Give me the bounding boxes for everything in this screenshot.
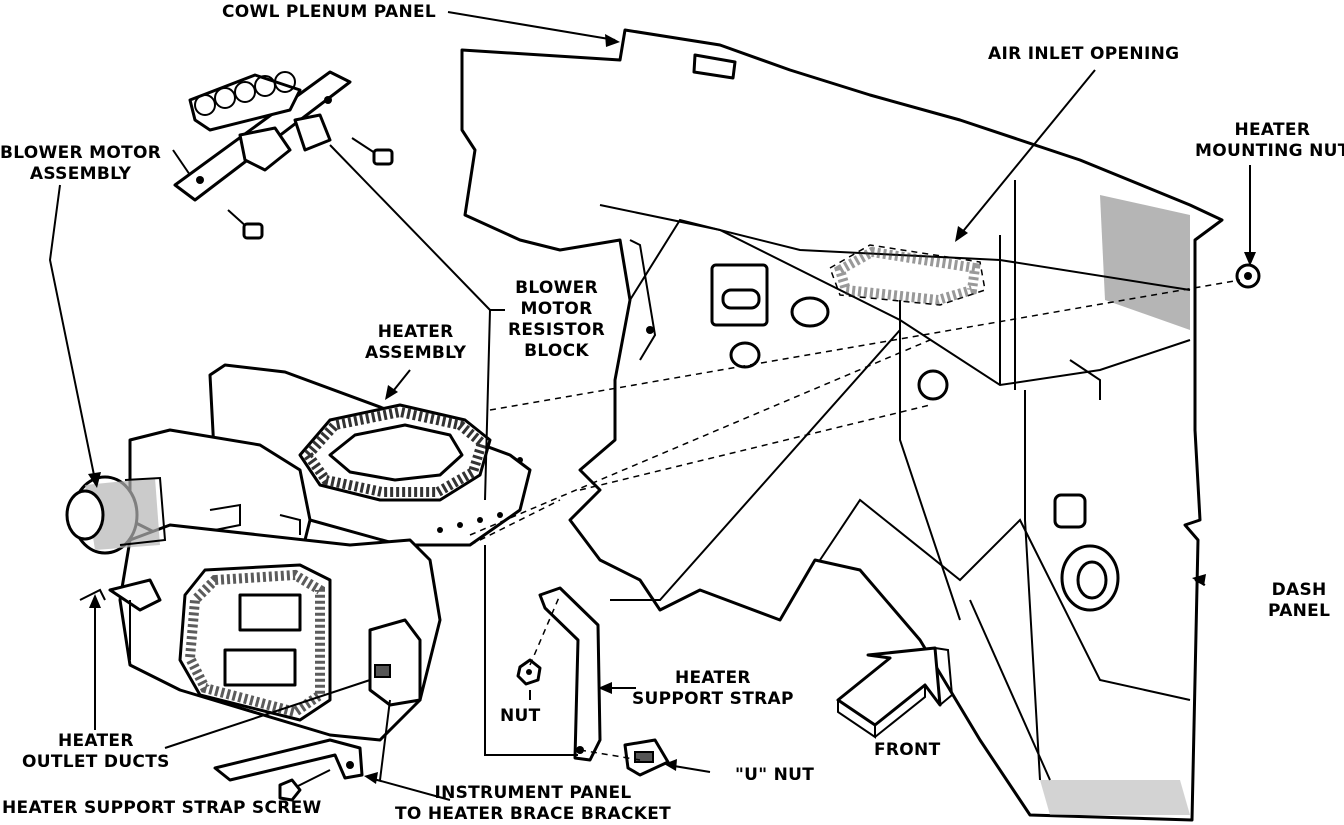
nut-icon <box>516 658 542 686</box>
heater-assembly-part <box>65 363 532 742</box>
label-blower-motor-assembly: BLOWER MOTOR ASSEMBLY <box>0 143 162 184</box>
label-dash-panel: DASH PANEL <box>1268 580 1331 621</box>
instrument-panel-bracket-part <box>213 738 364 782</box>
label-nut: NUT <box>500 706 541 726</box>
u-nut-icon <box>623 738 670 777</box>
heater-mounting-nut <box>1235 263 1261 289</box>
label-heater-mounting-nut: HEATER MOUNTING NUT <box>1195 120 1344 161</box>
label-blower-motor-resistor-block: BLOWER MOTOR RESISTOR BLOCK <box>508 278 606 361</box>
alignment-lines <box>469 279 1241 761</box>
bolt-icon <box>351 137 394 166</box>
label-heater-outlet-ducts: HEATER OUTLET DUCTS <box>22 731 170 772</box>
front-arrow-icon <box>836 646 954 739</box>
label-front: FRONT <box>874 740 941 760</box>
heater-support-strap-part <box>538 586 602 762</box>
bolt-icon <box>278 769 331 802</box>
label-air-inlet-opening: AIR INLET OPENING <box>988 44 1180 64</box>
dash-panel-part <box>460 28 1224 822</box>
label-heater-support-strap-screw: HEATER SUPPORT STRAP SCREW <box>2 798 322 818</box>
label-instrument-panel-bracket: INSTRUMENT PANEL TO HEATER BRACE BRACKET <box>395 783 672 824</box>
blower-motor-resistor-block-part <box>173 70 352 202</box>
label-heater-assembly: HEATER ASSEMBLY <box>365 322 467 363</box>
label-u-nut: "U" NUT <box>735 765 815 785</box>
leader-lines <box>48 11 1256 801</box>
label-cowl-plenum-panel: COWL PLENUM PANEL <box>222 2 437 22</box>
label-heater-support-strap: HEATER SUPPORT STRAP <box>632 668 794 709</box>
bolt-icon <box>227 209 264 240</box>
